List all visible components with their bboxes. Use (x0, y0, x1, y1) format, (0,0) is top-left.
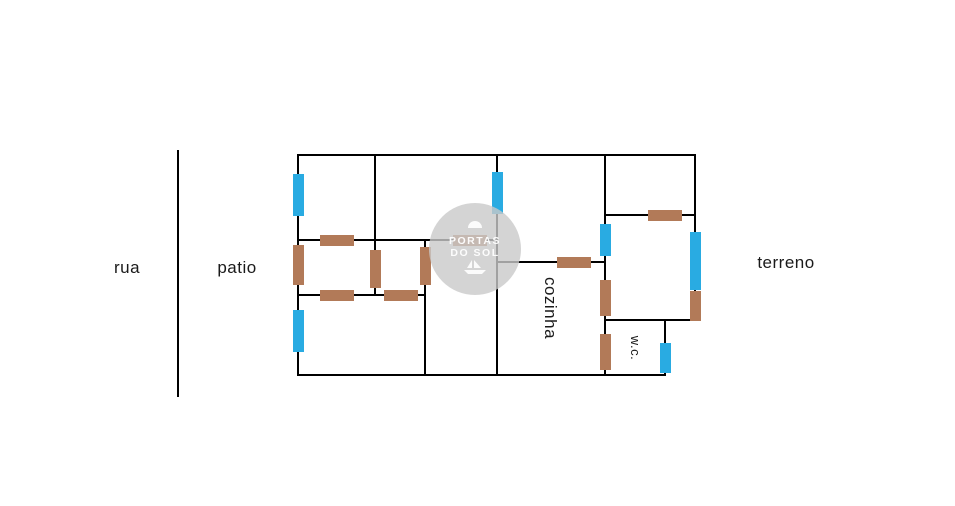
door-marker (320, 290, 354, 301)
door-marker (420, 247, 431, 285)
door-marker (600, 334, 611, 370)
door-marker (557, 257, 591, 268)
watermark-boat-icon (464, 260, 486, 274)
window-marker (600, 224, 611, 256)
window-marker (492, 172, 503, 214)
label-cozinha: cozinha (541, 277, 560, 339)
door-marker (384, 290, 418, 301)
door-marker (648, 210, 682, 221)
window-marker (293, 310, 304, 352)
label-terreno: terreno (757, 253, 814, 272)
label-patio: patio (217, 258, 256, 277)
door-marker (690, 291, 701, 321)
door-marker (293, 245, 304, 285)
door-marker (370, 250, 381, 288)
watermark-sun-icon (468, 221, 482, 228)
door-marker (320, 235, 354, 246)
watermark-text-line2: DO SOL (450, 247, 499, 259)
window-marker (293, 174, 304, 216)
watermark-text-line1: PORTAS (449, 235, 501, 247)
watermark: PORTAS DO SOL (429, 203, 521, 295)
door-marker (600, 280, 611, 316)
label-rua: rua (114, 258, 140, 277)
label-wc: w.c. (628, 335, 643, 360)
window-marker (660, 343, 671, 373)
window-marker (690, 232, 701, 290)
watermark-circle (429, 203, 521, 295)
